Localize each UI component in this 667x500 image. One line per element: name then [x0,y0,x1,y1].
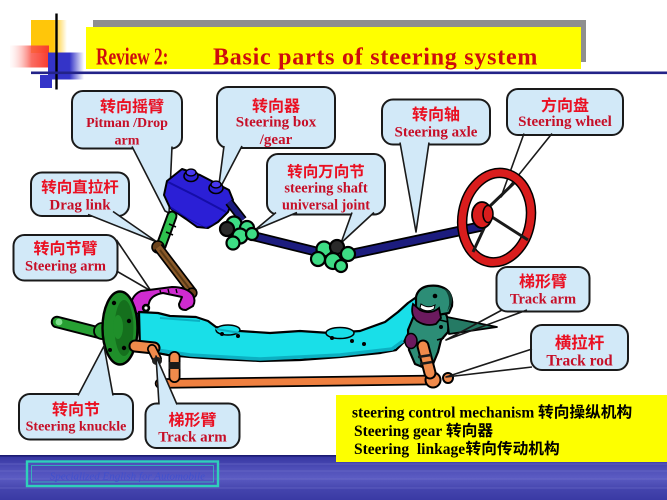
svg-text:Steering knuckle: Steering knuckle [26,420,127,435]
svg-text:arm: arm [115,134,140,149]
svg-text:steering control mechanism: steering control mechanism [352,405,534,422]
svg-text:Pitman /Drop: Pitman /Drop [86,116,168,131]
svg-text:Specialized English for Automo: Specialized English for Automobile [50,471,205,483]
svg-text:Drag link: Drag link [49,198,111,214]
svg-text:Track arm: Track arm [510,292,576,308]
svg-text:Steering arm: Steering arm [25,259,106,275]
svg-text:Track arm: Track arm [158,430,227,446]
svg-text:/gear: /gear [259,132,293,148]
svg-text:Track rod: Track rod [546,353,613,370]
svg-text:Review 2:: Review 2: [96,43,168,71]
svg-text:Steering axle: Steering axle [395,125,478,141]
svg-text:Steering wheel: Steering wheel [518,114,612,130]
svg-text:Basic parts of steering system: Basic parts of steering system [213,45,538,71]
svg-text:universal joint: universal joint [282,198,370,214]
svg-text:Steering linkage: Steering linkage [354,441,465,458]
svg-text:steering shaft: steering shaft [284,181,368,197]
svg-text:Steering box: Steering box [236,115,317,131]
svg-text:Steering gear: Steering gear [354,423,442,440]
